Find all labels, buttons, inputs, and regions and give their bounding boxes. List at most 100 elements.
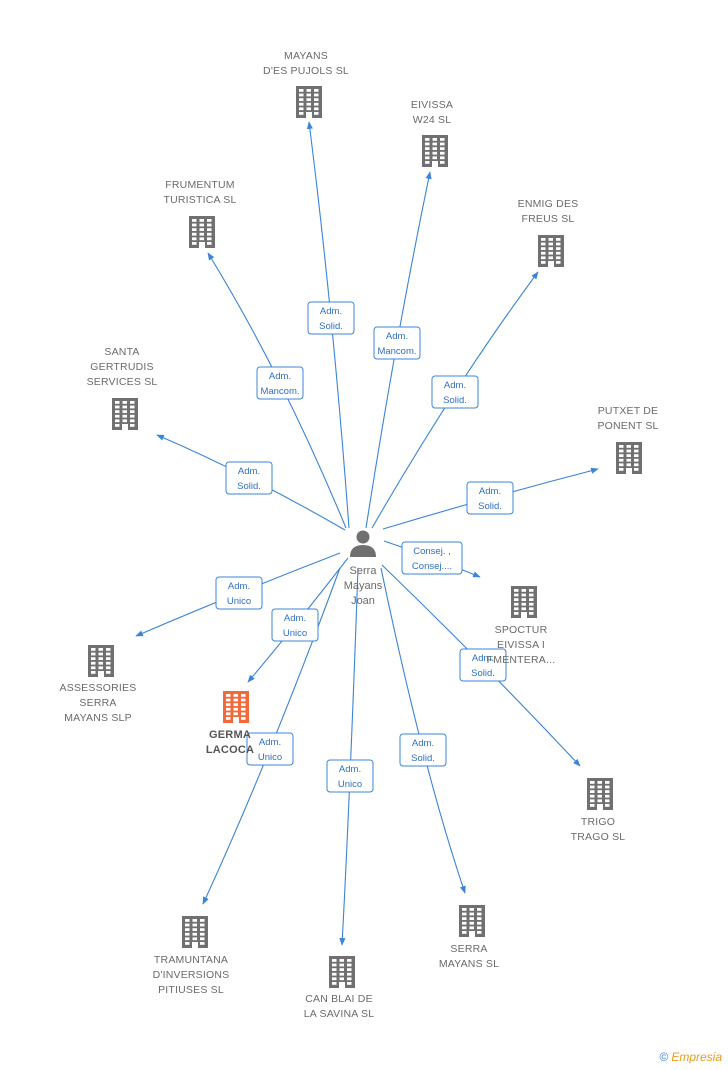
edge-serramayans bbox=[380, 567, 466, 894]
building-icon bbox=[112, 398, 138, 430]
relation-label-mayans[interactable]: Adm. Solid. bbox=[307, 301, 355, 335]
company-node-mayans[interactable]: MAYANS D'ES PUJOLS SL bbox=[263, 50, 349, 118]
relation-label-enmig[interactable]: Adm. Solid. bbox=[431, 375, 479, 409]
relation-label-canblai[interactable]: Adm. Unico bbox=[326, 759, 374, 793]
company-node-serramayans[interactable]: SERRA MAYANS SL bbox=[439, 905, 499, 970]
building-icon bbox=[616, 442, 642, 474]
person-name: Serra bbox=[350, 565, 378, 577]
company-name: TURISTICA SL bbox=[164, 194, 237, 206]
relation-label-putxet[interactable]: Adm.Solid. bbox=[466, 481, 514, 515]
relation-text: Mancom. bbox=[260, 386, 299, 397]
relation-text: Adm. bbox=[472, 653, 494, 664]
relation-text: Consej. , bbox=[413, 546, 451, 557]
relation-text: Adm. bbox=[412, 738, 434, 749]
company-name: SERVICES SL bbox=[87, 376, 158, 388]
relation-label-trigo[interactable]: Adm. Solid. bbox=[459, 648, 507, 682]
edge-canblai bbox=[339, 567, 359, 946]
relation-text: Solid. bbox=[411, 753, 435, 764]
relation-text: Mancom. bbox=[377, 346, 416, 357]
company-node-germa[interactable]: GERMA LACOCA bbox=[206, 691, 254, 756]
relation-text: Adm. bbox=[238, 466, 260, 477]
building-icon bbox=[511, 586, 537, 618]
company-name: CAN BLAI DE bbox=[305, 993, 373, 1005]
company-name: MAYANS SLP bbox=[64, 712, 132, 724]
company-node-spoctur[interactable]: SPOCTUR EIVISSA I FMENTERA... bbox=[487, 586, 556, 666]
company-name: ASSESSORIES bbox=[60, 682, 137, 694]
relation-text: Unico bbox=[258, 752, 282, 763]
building-icon bbox=[88, 645, 114, 677]
building-icon bbox=[587, 778, 613, 810]
relation-text: Adm. bbox=[320, 306, 342, 317]
relation-label-eivissa[interactable]: Adm. Mancom. bbox=[373, 326, 421, 360]
company-name: FRUMENTUM bbox=[165, 179, 234, 191]
relation-text: Consej.... bbox=[412, 561, 452, 572]
relation-label-assessories[interactable]: Adm. Unico bbox=[215, 576, 263, 610]
company-name: EIVISSA I bbox=[497, 639, 545, 651]
building-icon bbox=[422, 135, 448, 167]
person-name: Joan bbox=[351, 595, 375, 607]
person-icon bbox=[350, 530, 376, 557]
company-node-tramuntana[interactable]: TRAMUNTANA D'INVERSIONS PITIUSES SL bbox=[153, 916, 230, 996]
company-name: FREUS SL bbox=[522, 213, 575, 225]
company-name: ENMIG DES bbox=[518, 198, 579, 210]
company-name: TRAGO SL bbox=[571, 831, 626, 843]
relation-text: Unico bbox=[283, 628, 307, 639]
company-name: MAYANS bbox=[284, 50, 328, 62]
company-name: SPOCTUR bbox=[495, 624, 548, 636]
building-icon bbox=[459, 905, 485, 937]
relation-label-serramayans[interactable]: Adm. Solid. bbox=[399, 733, 447, 767]
relation-text: Adm. bbox=[339, 764, 361, 775]
company-node-frumentum[interactable]: FRUMENTUM TURISTICA SL bbox=[164, 179, 237, 248]
company-name: SANTA bbox=[104, 346, 139, 358]
relation-label-santa[interactable]: Adm. Solid. bbox=[225, 461, 273, 495]
company-name: EIVISSA bbox=[411, 99, 453, 111]
relation-text: Adm. bbox=[444, 380, 466, 391]
company-name: PITIUSES SL bbox=[158, 984, 224, 996]
building-icon bbox=[538, 235, 564, 267]
brand-logo: Empresia bbox=[671, 1050, 722, 1064]
relation-text: Adm. bbox=[228, 581, 250, 592]
relation-label-tramuntana[interactable]: Adm. Unico bbox=[246, 732, 294, 766]
building-icon bbox=[182, 916, 208, 948]
relation-label-spoctur[interactable]: Consej. , Consej.... bbox=[401, 541, 463, 575]
company-name: LACOCA bbox=[206, 744, 254, 756]
company-name: W24 SL bbox=[413, 114, 452, 126]
relation-label-frumentum[interactable]: Adm.Mancom. bbox=[256, 366, 304, 400]
building-icon bbox=[189, 216, 215, 248]
relation-text: Unico bbox=[227, 596, 251, 607]
company-node-eivissa[interactable]: EIVISSA W24 SL bbox=[411, 99, 453, 167]
relation-text: Adm. bbox=[284, 613, 306, 624]
company-name: GERTRUDIS bbox=[90, 361, 153, 373]
company-node-enmig[interactable]: ENMIG DES FREUS SL bbox=[518, 198, 579, 267]
company-name: GERMA bbox=[209, 729, 251, 741]
company-name: PUTXET DE bbox=[598, 405, 659, 417]
relation-text: Solid. bbox=[471, 668, 495, 679]
company-name: D'ES PUJOLS SL bbox=[263, 65, 349, 77]
company-name: SERRA bbox=[450, 943, 487, 955]
building-icon bbox=[296, 86, 322, 118]
company-name: PONENT SL bbox=[597, 420, 658, 432]
company-name: FMENTERA... bbox=[487, 654, 556, 666]
building-icon bbox=[329, 956, 355, 988]
company-name: D'INVERSIONS bbox=[153, 969, 230, 981]
brand-footer: ©Empresia bbox=[659, 1050, 722, 1064]
person-name: Mayans bbox=[344, 580, 383, 592]
company-node-putxet[interactable]: PUTXET DE PONENT SL bbox=[597, 405, 658, 474]
company-name: MAYANS SL bbox=[439, 958, 499, 970]
relation-text: Adm. bbox=[386, 331, 408, 342]
company-node-santa[interactable]: SANTA GERTRUDIS SERVICES SL bbox=[87, 346, 158, 430]
relation-text: Solid. bbox=[443, 395, 467, 406]
relation-text: Unico bbox=[338, 779, 362, 790]
relation-text: Adm. bbox=[259, 737, 281, 748]
relation-text: Solid. bbox=[319, 321, 343, 332]
company-name: TRAMUNTANA bbox=[154, 954, 228, 966]
relation-text: Solid. bbox=[237, 481, 261, 492]
relation-label-germa[interactable]: Adm. Unico bbox=[271, 608, 319, 642]
copyright-symbol: © bbox=[659, 1050, 669, 1064]
relation-text: Adm. bbox=[479, 486, 501, 497]
